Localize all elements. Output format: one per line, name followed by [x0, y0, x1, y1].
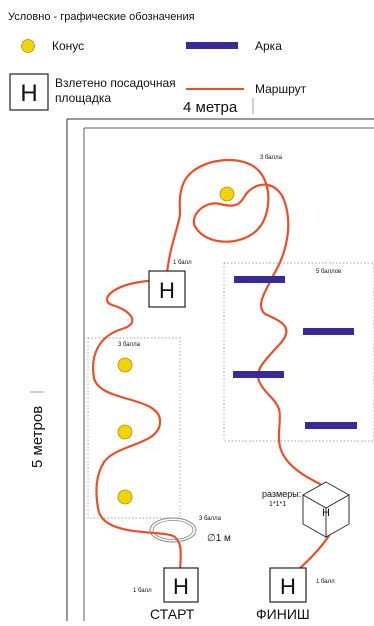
score-finish-pad: 1 балл — [316, 579, 335, 585]
cube-letter: Н — [322, 507, 330, 519]
field-width-label: 4 метра — [183, 99, 238, 116]
arch-3 — [233, 371, 284, 378]
field-height-label: 5 метров — [29, 406, 46, 468]
cones-zone — [87, 337, 181, 519]
ring-inner — [152, 520, 194, 540]
field: 4 метра 5 метров 3 балла ∅1 м Н Н СТАРТ — [29, 98, 374, 622]
legend-cone-label: Конус — [52, 39, 84, 53]
score-mid-pad: 1 балл — [173, 260, 192, 266]
legend-pad-letter: Н — [20, 80, 37, 107]
legend-cone-icon — [21, 39, 35, 53]
score-arches: 5 баллов — [316, 269, 341, 275]
finish-pad — [269, 567, 307, 603]
legend-pad-label-line2: площадка — [55, 91, 111, 105]
score-start-pad: 1 балл — [133, 588, 152, 594]
score-loop-top: 3 балла — [260, 155, 283, 161]
legend-pad-label-line1: Взлетено посадочная — [55, 76, 176, 90]
legend: Условно - графические обозначения Конус … — [8, 11, 307, 111]
legend-arch-label: Арка — [255, 39, 282, 53]
start-pad-letter: Н — [173, 574, 189, 599]
mid-pad — [148, 270, 186, 308]
ring-diameter-label: ∅1 м — [207, 533, 231, 544]
legend-title: Условно - графические обозначения — [8, 11, 195, 23]
legend-route-label: Маршрут — [255, 82, 307, 96]
arch-2 — [303, 328, 354, 335]
ring-score-label: 3 балла — [199, 516, 222, 522]
cone-3 — [117, 489, 133, 505]
legend-pad-icon — [9, 73, 49, 111]
score-cones-zone: 3 балла — [118, 342, 141, 348]
arches-zone — [223, 262, 374, 442]
cube-size-label-2: 1*1*1 — [269, 501, 286, 508]
cube: Н — [301, 481, 351, 538]
cone-loop — [219, 186, 235, 202]
legend-arch-icon — [186, 42, 238, 49]
start-label: СТАРТ — [150, 606, 195, 621]
route-path — [92, 158, 336, 574]
arch-1 — [234, 276, 285, 283]
ring-outer — [149, 517, 197, 543]
arch-4 — [305, 422, 357, 429]
cone-1 — [117, 357, 133, 373]
cone-2 — [117, 424, 133, 440]
cube-size-label-1: размеры: — [262, 489, 301, 499]
mid-pad-letter: Н — [159, 278, 175, 303]
finish-label: ФИНИШ — [256, 606, 310, 621]
start-pad — [163, 567, 199, 603]
finish-pad-letter: Н — [280, 574, 296, 599]
